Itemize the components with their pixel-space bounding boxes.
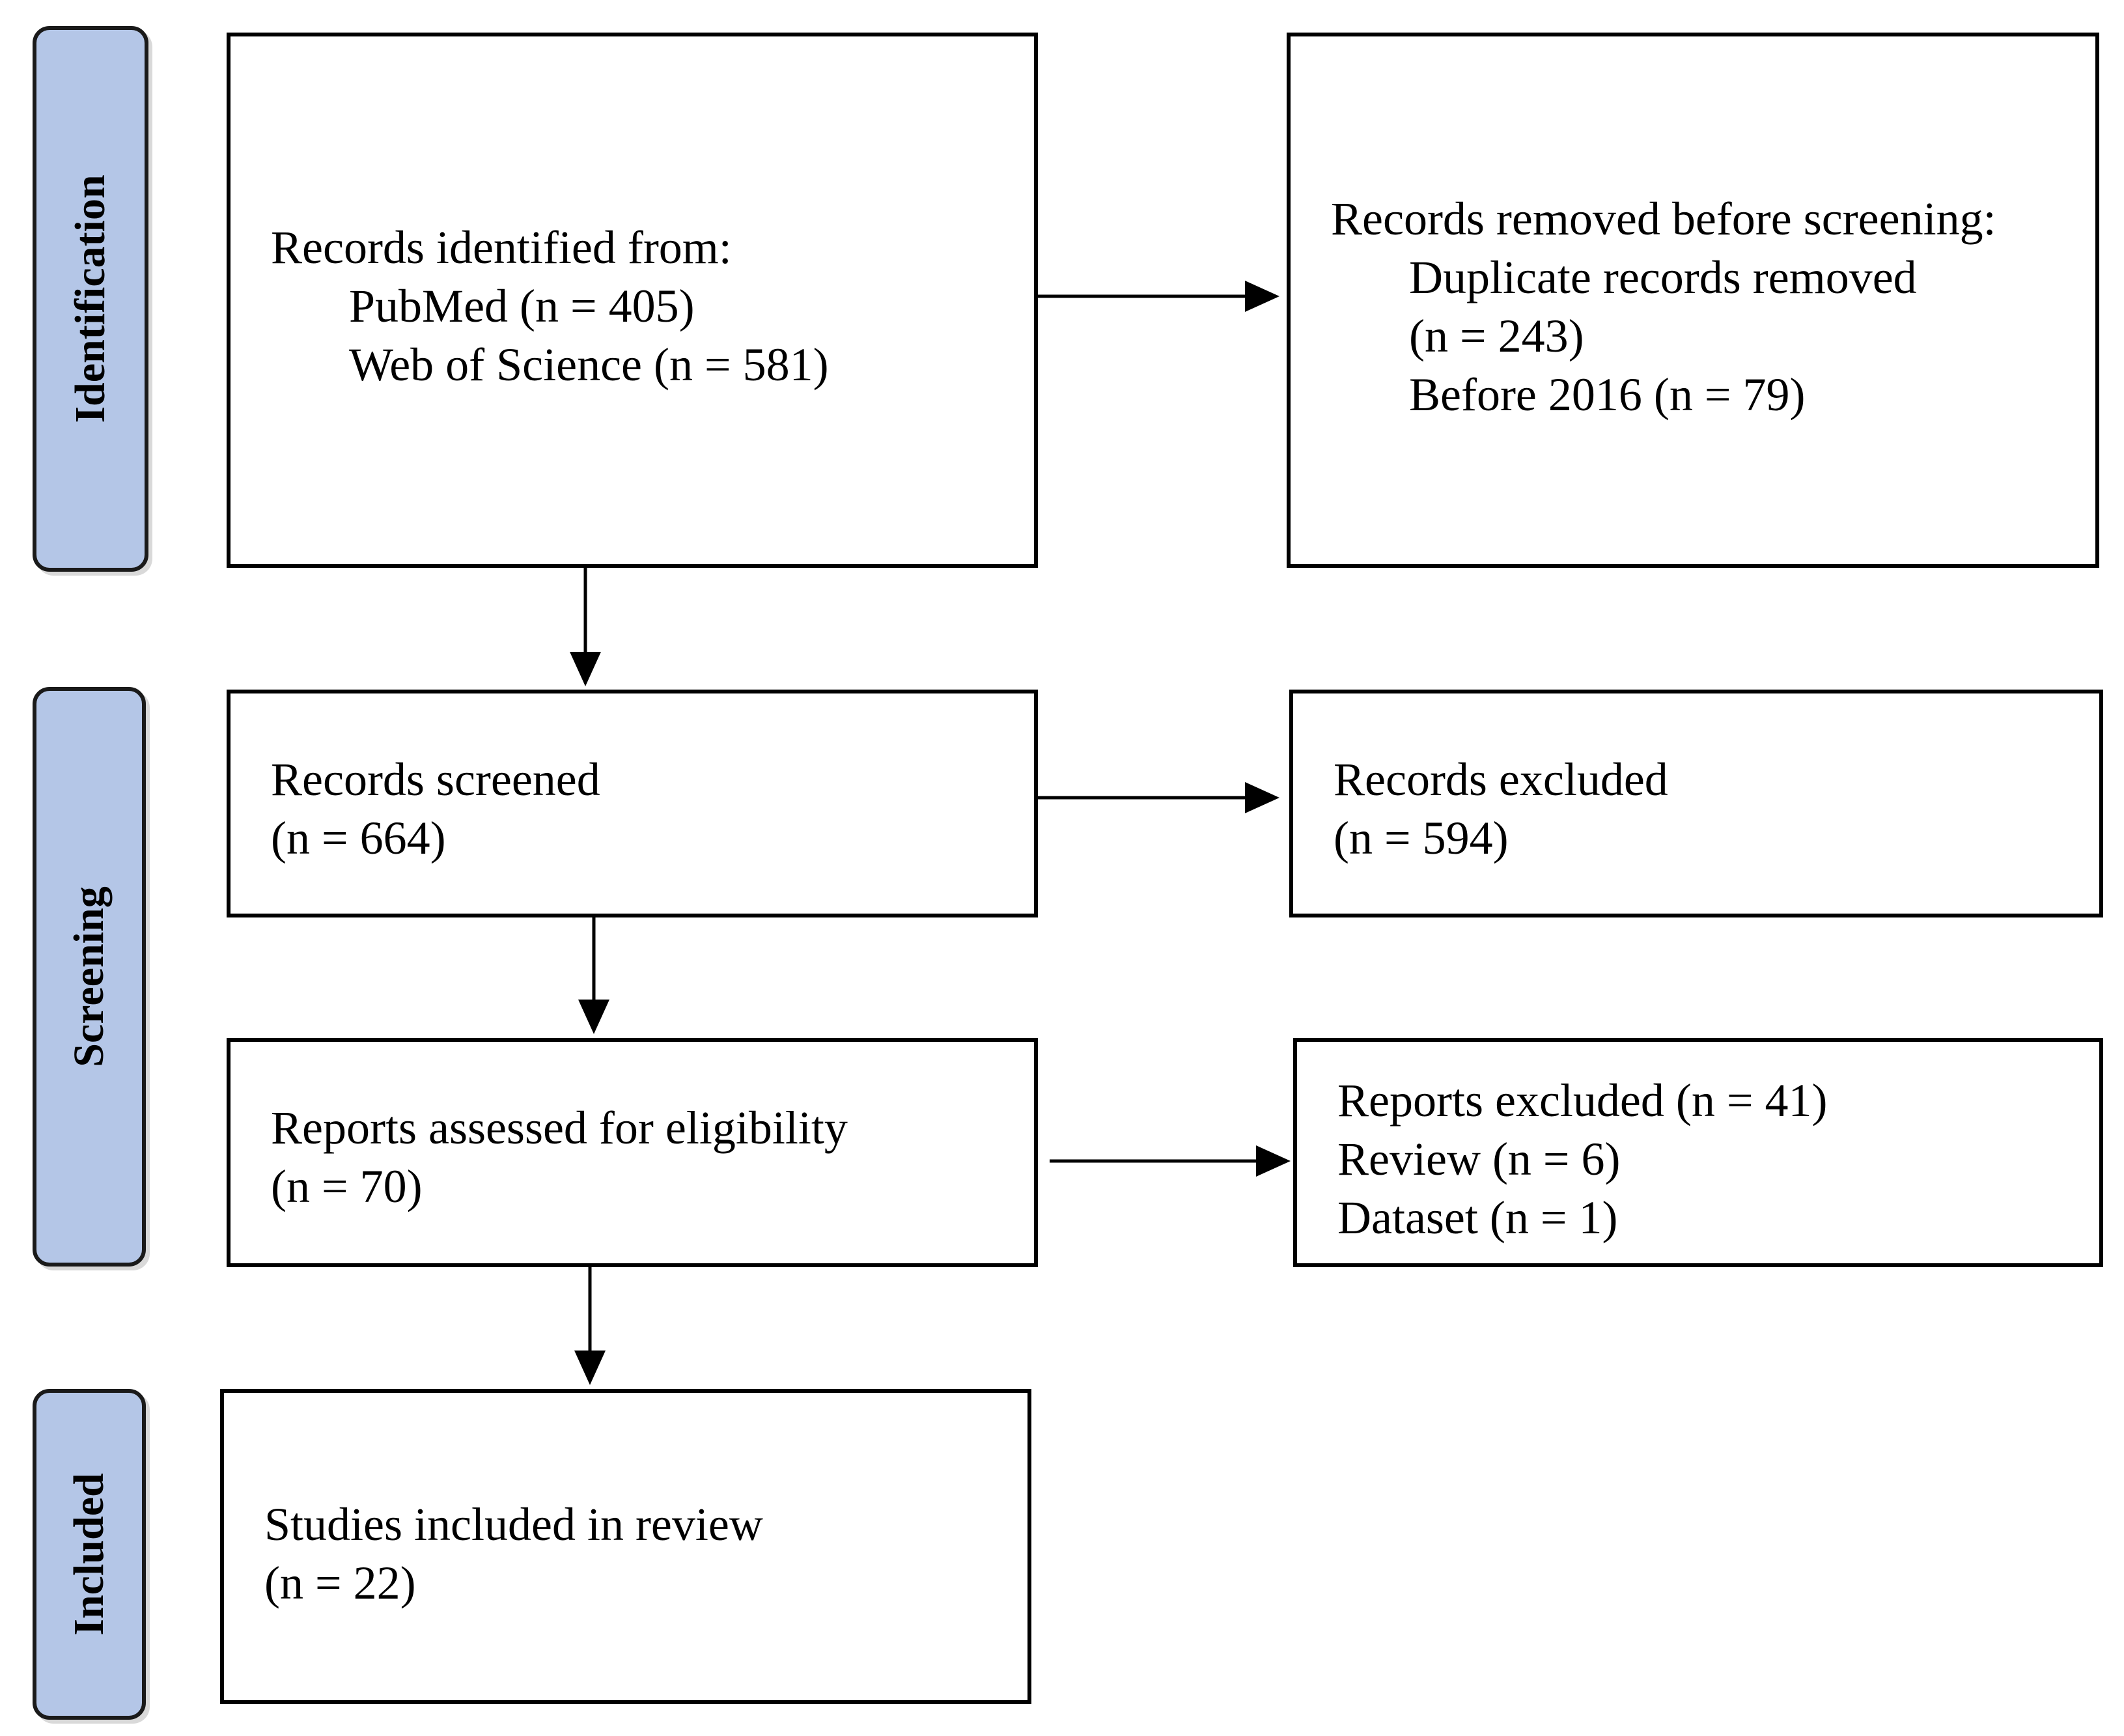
records-screened-n: (n = 664) [271,812,446,864]
reports-excluded-heading: Reports excluded (n = 41) [1337,1074,1828,1127]
reports-assessed-n: (n = 70) [271,1160,423,1212]
studies-included-heading: Studies included in review [264,1498,763,1550]
reports-assessed-box: Reports assessed for eligibility (n = 70… [227,1038,1038,1267]
arrowhead-reports-excluded [1256,1145,1291,1177]
stage-included: Included [33,1389,146,1720]
reports-assessed-heading: Reports assessed for eligibility [271,1102,848,1154]
reports-excluded-review: Review (n = 6) [1337,1133,1621,1185]
records-removed-box: Records removed before screening: Duplic… [1287,33,2099,568]
studies-included-n: (n = 22) [264,1557,416,1609]
records-screened-box: Records screened (n = 664) [227,690,1038,917]
records-removed-heading: Records removed before screening: [1331,193,1996,245]
reports-excluded-dataset: Dataset (n = 1) [1337,1192,1618,1244]
records-identified-heading: Records identified from: [271,221,732,273]
arrowhead-screened [570,652,601,686]
records-removed-before-2016: Before 2016 (n = 79) [1409,369,1806,421]
arrowhead-excluded [1245,782,1279,813]
arrowhead-included [574,1351,606,1385]
arrowhead-assessed [578,1000,609,1034]
records-removed-duplicates: Duplicate records removed [1409,251,1917,303]
reports-excluded-box: Reports excluded (n = 41) Review (n = 6)… [1293,1038,2103,1267]
records-screened-heading: Records screened [271,753,600,805]
stage-screening: Screening [33,687,146,1267]
records-removed-duplicates-n: (n = 243) [1409,310,1584,362]
studies-included-box: Studies included in review (n = 22) [220,1389,1031,1704]
records-identified-pubmed: PubMed (n = 405) [349,280,695,332]
records-excluded-box: Records excluded (n = 594) [1289,690,2103,917]
records-excluded-n: (n = 594) [1334,812,1509,864]
records-excluded-heading: Records excluded [1334,753,1668,805]
stage-identification: Identification [33,26,148,572]
records-identified-wos: Web of Science (n = 581) [349,339,829,391]
records-identified-box: Records identified from: PubMed (n = 405… [227,33,1038,568]
arrowhead-removed [1245,281,1279,312]
